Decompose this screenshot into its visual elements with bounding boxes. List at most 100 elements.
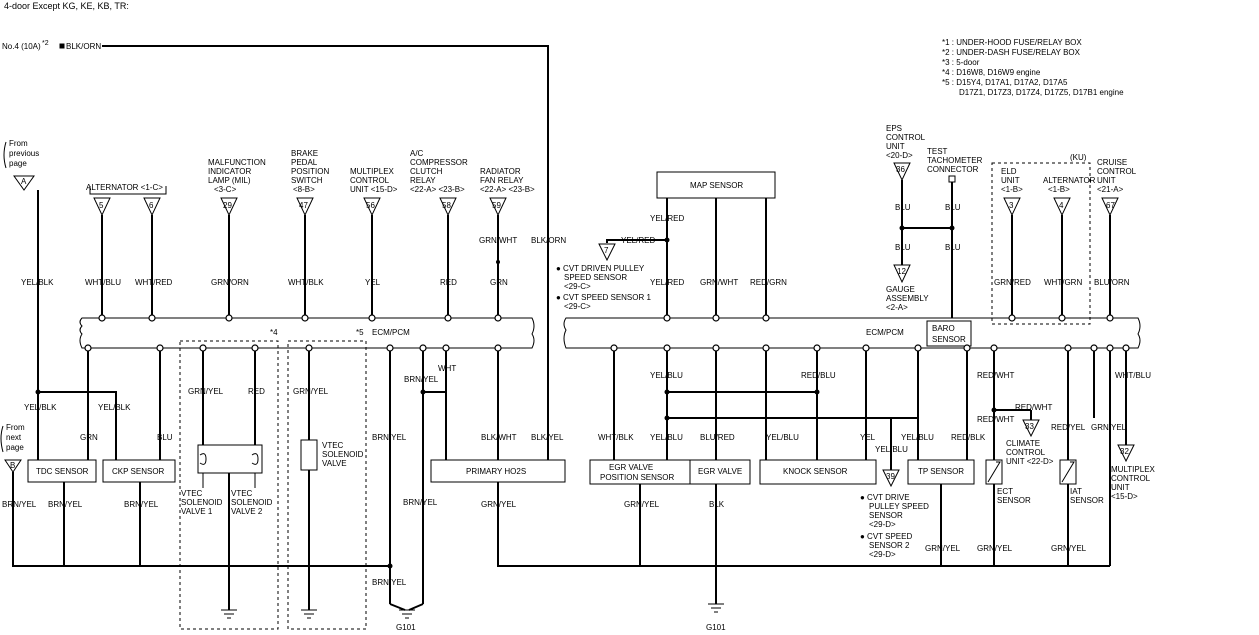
grn-orn-label: GRN/ORN bbox=[211, 278, 249, 287]
brake-switch-connector: BRAKE PEDAL POSITION SWITCH <8-B> 47 bbox=[291, 149, 329, 217]
vtec4-ground-icon bbox=[221, 609, 237, 619]
vtec2-3: VALVE 2 bbox=[231, 507, 263, 516]
svg-text:<21-A>: <21-A> bbox=[1097, 185, 1124, 194]
brn-yel-2: BRN/YEL bbox=[48, 500, 83, 509]
svg-text:UNIT: UNIT bbox=[1097, 176, 1116, 185]
svg-text:67: 67 bbox=[1106, 201, 1115, 210]
alternator-bracket bbox=[89, 186, 167, 195]
svg-text:6: 6 bbox=[149, 201, 154, 210]
svg-text:SENSOR: SENSOR bbox=[869, 511, 903, 520]
baro-sensor-box bbox=[926, 320, 972, 347]
egr-valve-box bbox=[689, 459, 751, 485]
mux-3: UNIT bbox=[1111, 483, 1130, 492]
svg-text:<22-A> <23-B>: <22-A> <23-B> bbox=[410, 185, 465, 194]
grn-yel-ho2s: GRN/YEL bbox=[481, 500, 517, 509]
ku-wires bbox=[1011, 215, 1063, 318]
cruise-connector: CRUISE CONTROL UNIT <21-A> 67 bbox=[1097, 158, 1137, 217]
svg-text:FAN RELAY: FAN RELAY bbox=[480, 176, 524, 185]
diagram-title: 4-door Except KG, KE, KB, TR: bbox=[4, 1, 129, 11]
fuse-label: No.4 (10A) bbox=[2, 42, 41, 51]
svg-text:CRUISE: CRUISE bbox=[1097, 158, 1127, 167]
svg-text:39: 39 bbox=[886, 472, 895, 481]
note5-label: *5 bbox=[356, 328, 364, 337]
egr-valve-label: EGR VALVE bbox=[698, 467, 742, 476]
iat-1: IAT bbox=[1070, 487, 1082, 496]
svg-text:COMPRESSOR: COMPRESSOR bbox=[410, 158, 468, 167]
baro-label-2: SENSOR bbox=[932, 335, 966, 344]
mil-connector: MALFUNCTION INDICATOR LAMP (MIL) <3-C> 2… bbox=[208, 158, 266, 217]
ect-wires bbox=[993, 348, 1032, 460]
egr-tp-ground bbox=[639, 484, 942, 604]
eld-connector: ELD UNIT <1-B> 3 bbox=[1001, 167, 1023, 217]
mux-pin: 32 bbox=[1117, 444, 1135, 463]
cvt-lower-notes: ● CVT DRIVE PULLEY SPEED SENSOR <29-D> ●… bbox=[860, 493, 929, 559]
svg-text:<29-C>: <29-C> bbox=[564, 282, 591, 291]
multiplex-top-connector: MULTIPLEX CONTROL UNIT <15-D> 56 bbox=[350, 167, 398, 217]
yel-blu-3: YEL/BLU bbox=[766, 433, 799, 442]
egr-pos-1: EGR VALVE bbox=[609, 463, 653, 472]
yel-blk-a: YEL/BLK bbox=[24, 403, 57, 412]
red-yel-label: RED/YEL bbox=[1051, 423, 1086, 432]
svg-text:SENSOR 2: SENSOR 2 bbox=[869, 541, 910, 550]
vtec5-ground-icon bbox=[301, 609, 317, 619]
svg-text:INDICATOR: INDICATOR bbox=[208, 167, 251, 176]
svg-text:ELD: ELD bbox=[1001, 167, 1017, 176]
red-blk-label: RED/BLK bbox=[951, 433, 986, 442]
note-1: *1 : UNDER-HOOD FUSE/RELAY BOX bbox=[942, 38, 1082, 47]
note-5: *5 : D15Y4, D17A1, D17A2, D17A5 bbox=[942, 78, 1068, 87]
iat-wires bbox=[1067, 348, 1095, 566]
svg-text:<1-B>: <1-B> bbox=[1048, 185, 1070, 194]
radiator-splice bbox=[496, 260, 500, 264]
map-sensor-box bbox=[656, 171, 776, 199]
vtec5-grn-yel: GRN/YEL bbox=[293, 387, 329, 396]
wht-blk-label: WHT/BLK bbox=[288, 278, 324, 287]
tacho-blu-1: BLU bbox=[945, 203, 961, 212]
red-58-label: RED bbox=[440, 278, 457, 287]
vtec-5-dashed-box bbox=[287, 340, 367, 630]
svg-text:TACHOMETER: TACHOMETER bbox=[927, 156, 983, 165]
wht-blk-egr: WHT/BLK bbox=[598, 433, 634, 442]
vtec2-1: VTEC bbox=[231, 489, 253, 498]
vtec4-red: RED bbox=[248, 387, 265, 396]
cvt-yel-red-wire bbox=[606, 239, 667, 243]
svg-text:● CVT DRIVEN PULLEY: ● CVT DRIVEN PULLEY bbox=[556, 264, 645, 273]
svg-text:BRAKE: BRAKE bbox=[291, 149, 318, 158]
yel-knock: YEL bbox=[860, 433, 876, 442]
cvt-top-notes: ● CVT DRIVEN PULLEY SPEED SENSOR <29-C> … bbox=[556, 264, 651, 311]
svg-text:RADIATOR: RADIATOR bbox=[480, 167, 521, 176]
svg-text:47: 47 bbox=[299, 201, 308, 210]
svg-text:TEST: TEST bbox=[927, 147, 948, 156]
red-wht-1: RED/WHT bbox=[977, 371, 1014, 380]
svg-text:<3-C>: <3-C> bbox=[214, 185, 237, 194]
grn-yel-iat-top: GRN/YEL bbox=[1091, 423, 1127, 432]
grn-yel-iat: GRN/YEL bbox=[1051, 544, 1087, 553]
from-next-bracket bbox=[0, 425, 4, 453]
ku-label: (KU) bbox=[1070, 153, 1087, 162]
g101-merge bbox=[389, 603, 424, 611]
mux-1: MULTIPLEX bbox=[1111, 465, 1156, 474]
svg-text:36: 36 bbox=[896, 165, 905, 174]
svg-text:● CVT DRIVE: ● CVT DRIVE bbox=[860, 493, 910, 502]
wht-red-label: WHT/RED bbox=[135, 278, 173, 287]
svg-text:LAMP (MIL): LAMP (MIL) bbox=[208, 176, 251, 185]
ect-thermistor-arrow bbox=[987, 461, 1001, 483]
svg-text:UNIT: UNIT bbox=[886, 142, 905, 151]
wht-blu-mux: WHT/BLU bbox=[1115, 371, 1151, 380]
svg-text:29: 29 bbox=[223, 201, 232, 210]
svg-text:56: 56 bbox=[366, 201, 375, 210]
svg-text:● CVT SPEED SENSOR 1: ● CVT SPEED SENSOR 1 bbox=[556, 293, 651, 302]
svg-text:CLUTCH: CLUTCH bbox=[410, 167, 443, 176]
svg-text:12: 12 bbox=[897, 267, 906, 276]
grn-yel-ground-bus bbox=[497, 482, 1110, 567]
svg-text:POSITION: POSITION bbox=[291, 167, 329, 176]
from-prev-2: previous bbox=[9, 149, 39, 158]
svg-text:UNIT: UNIT bbox=[1001, 176, 1020, 185]
brn-yel-ecm: BRN/YEL bbox=[372, 433, 407, 442]
brn-yel-3: BRN/YEL bbox=[124, 500, 159, 509]
brn-yel-ho2s: BRN/YEL bbox=[404, 375, 439, 384]
climate-2: CONTROL bbox=[1006, 448, 1046, 457]
vtec5-3: VALVE bbox=[322, 459, 347, 468]
from-prev-3: page bbox=[9, 159, 27, 168]
yel-blu-2: YEL/BLU bbox=[650, 433, 683, 442]
from-next-2: next bbox=[6, 433, 22, 442]
